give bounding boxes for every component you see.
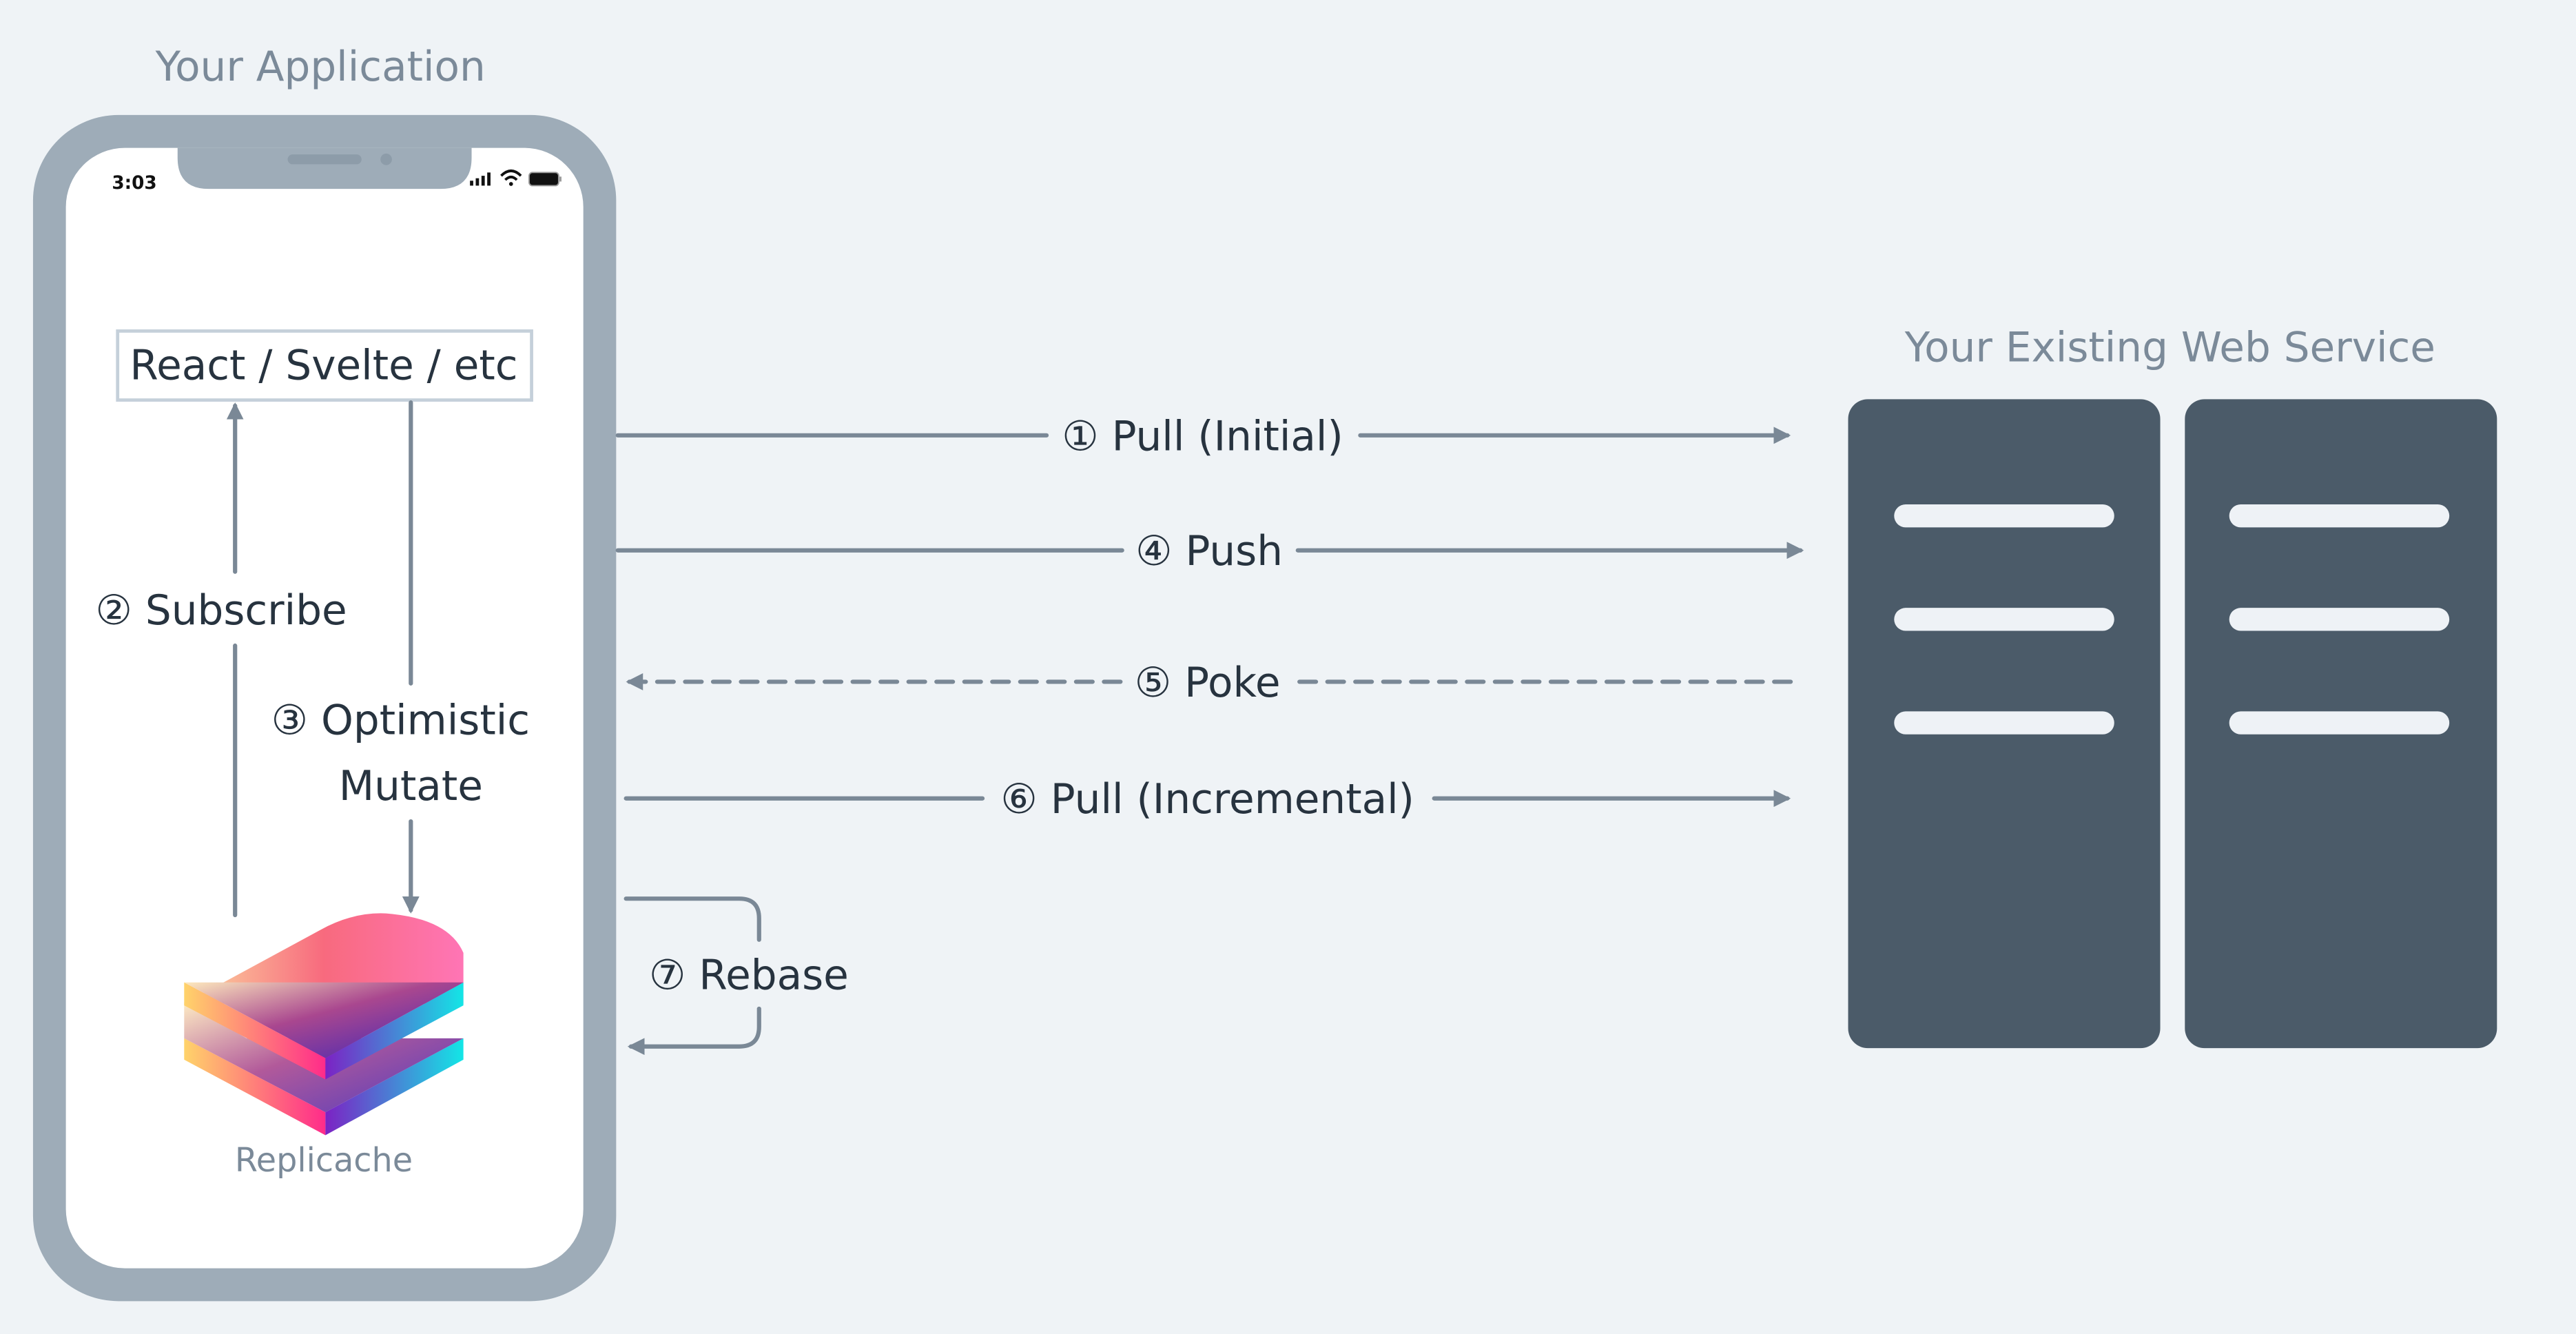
pull-incremental-label: ⑥ Pull (Incremental) <box>1000 776 1414 823</box>
subscribe-label: ② Subscribe <box>96 587 347 635</box>
framework-label: React / Svelte / etc <box>130 342 517 390</box>
poke-label: ⑤ Poke <box>1135 659 1281 707</box>
notch <box>177 147 472 189</box>
wifi-icon <box>500 170 522 186</box>
rebase-label: ⑦ Rebase <box>649 952 849 999</box>
application-title: Your Application <box>155 43 486 91</box>
status-time: 3:03 <box>112 173 156 194</box>
framework-box <box>116 329 533 402</box>
rebase-arrow <box>627 1006 761 1056</box>
mutate-label: Mutate <box>339 763 483 810</box>
speaker <box>287 154 362 165</box>
replicache-logo <box>184 913 464 1136</box>
pull-initial-label: ① Pull (Initial) <box>1062 413 1343 460</box>
replicache-label: Replicache <box>235 1142 413 1180</box>
battery-icon <box>528 172 561 187</box>
service-title: Your Existing Web Service <box>1904 325 2435 372</box>
signal-icon <box>470 172 491 186</box>
optimistic-label: ③ Optimistic <box>271 697 530 745</box>
rebase-line-top <box>624 896 761 942</box>
camera <box>380 153 392 165</box>
push-label: ④ Push <box>1135 528 1283 575</box>
server-icon <box>1848 399 2497 1049</box>
